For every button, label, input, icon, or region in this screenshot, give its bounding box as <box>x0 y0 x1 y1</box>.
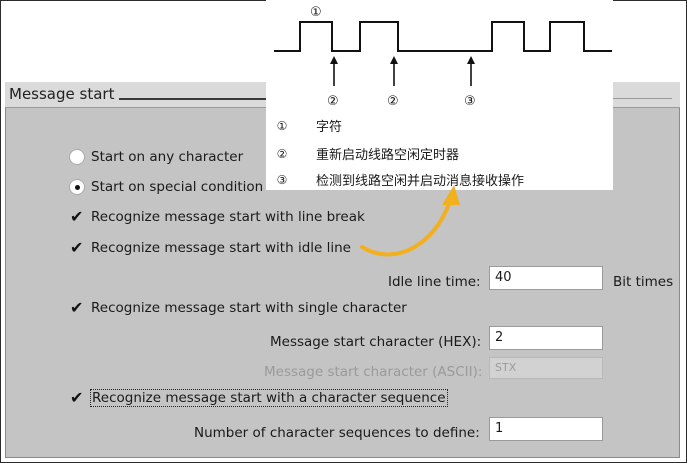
char-seq-label: Recognize message start with a character… <box>90 389 448 407</box>
callout-arrow <box>360 185 460 257</box>
legend-number: ③ <box>276 173 288 187</box>
idle-time-input[interactable]: 40 <box>489 266 603 290</box>
seq-count-label: Number of character sequences to define: <box>194 425 480 441</box>
start-special-radio[interactable] <box>69 179 85 195</box>
marker-detect: ③ <box>464 94 476 109</box>
callout-arrow-curve <box>360 199 452 257</box>
start-any-label: Start on any character <box>91 149 244 165</box>
line-break-checkbox[interactable]: ✔ <box>70 207 84 226</box>
start-ascii-input: STX <box>489 357 603 379</box>
start-any-radio[interactable] <box>69 149 85 165</box>
start-ascii-label: Message start character (ASCII): <box>264 364 483 380</box>
idle-line-label: Recognize message start with idle line <box>91 240 351 256</box>
waveform-diagram: ① ② ② ③ <box>274 5 612 109</box>
title-underline <box>119 98 279 100</box>
marker-char: ① <box>310 5 322 20</box>
start-hex-label: Message start character (HEX): <box>270 334 482 350</box>
start-special-label: Start on special condition <box>91 179 264 195</box>
legend-text: 检测到线路空闲并启动消息接收操作 <box>316 174 525 189</box>
legend-text: 重新启动线路空闲定时器 <box>316 148 460 163</box>
idle-time-label: Idle line time: <box>388 274 481 290</box>
callout-arrowhead <box>442 185 460 205</box>
title-rule <box>590 98 672 99</box>
single-char-label: Recognize message start with single char… <box>91 300 407 316</box>
legend-number: ① <box>276 119 288 133</box>
marker-arrowhead-1 <box>330 56 338 64</box>
start-hex-input[interactable]: 2 <box>489 326 603 350</box>
idle-time-unit: Bit times <box>613 274 674 290</box>
panel-title: Message start <box>9 85 115 103</box>
marker-restart-2: ② <box>387 94 399 109</box>
idle-line-checkbox[interactable]: ✔ <box>70 238 84 257</box>
single-char-checkbox[interactable]: ✔ <box>70 298 84 317</box>
char-seq-checkbox[interactable]: ✔ <box>70 388 84 407</box>
line-break-label: Recognize message start with line break <box>91 209 365 225</box>
idle-line-callout: ① ② ② ③ ① 字符 ② 重新启动线路空闲定时器 ③ 检测到线路空闲并启动消… <box>266 0 613 190</box>
seq-count-input[interactable]: 1 <box>489 417 603 441</box>
marker-restart-1: ② <box>327 94 339 109</box>
marker-arrowhead-3 <box>467 56 475 64</box>
legend-number: ② <box>276 147 288 161</box>
signal-waveform <box>274 21 612 52</box>
legend-text: 字符 <box>316 120 343 135</box>
marker-arrowhead-2 <box>390 56 398 64</box>
